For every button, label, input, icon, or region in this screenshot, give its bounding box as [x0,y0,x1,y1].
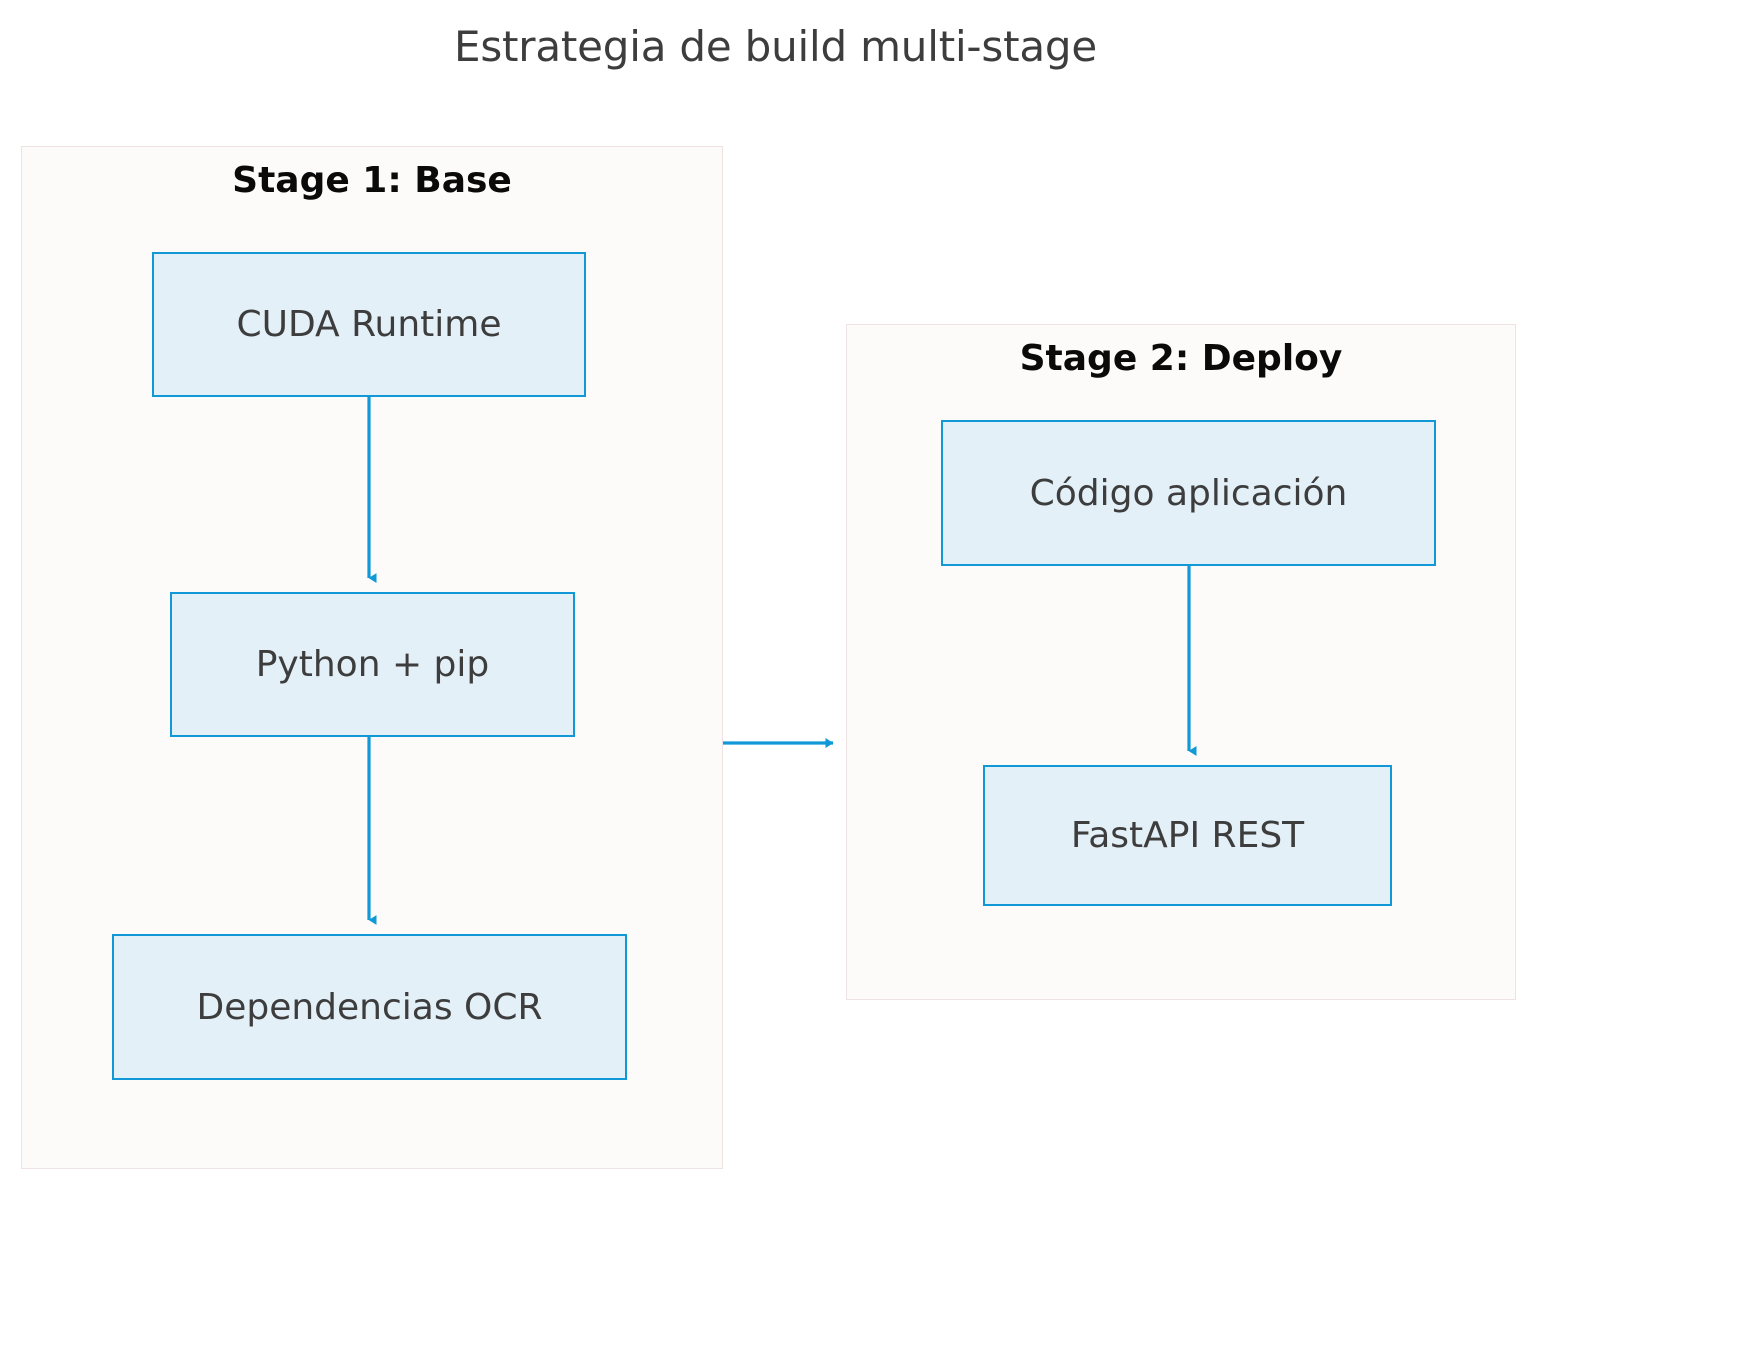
page-title: Estrategia de build multi-stage [454,22,1097,71]
node-python-pip-label: Python + pip [255,644,490,685]
node-dependencias-ocr[interactable]: Dependencias OCR [112,934,627,1080]
node-cuda-runtime[interactable]: CUDA Runtime [152,252,586,397]
node-cuda-runtime-label: CUDA Runtime [236,304,502,345]
node-python-pip[interactable]: Python + pip [170,592,575,737]
stage-label-deploy: Stage 2: Deploy [1019,338,1343,379]
node-fastapi-rest-label: FastAPI REST [1070,815,1305,856]
node-codigo-aplicacion[interactable]: Código aplicación [941,420,1436,566]
node-dependencias-ocr-label: Dependencias OCR [196,986,543,1028]
node-fastapi-rest[interactable]: FastAPI REST [983,765,1392,906]
node-codigo-aplicacion-label: Código aplicación [1029,472,1348,514]
stage-label-base: Stage 1: Base [232,160,512,201]
